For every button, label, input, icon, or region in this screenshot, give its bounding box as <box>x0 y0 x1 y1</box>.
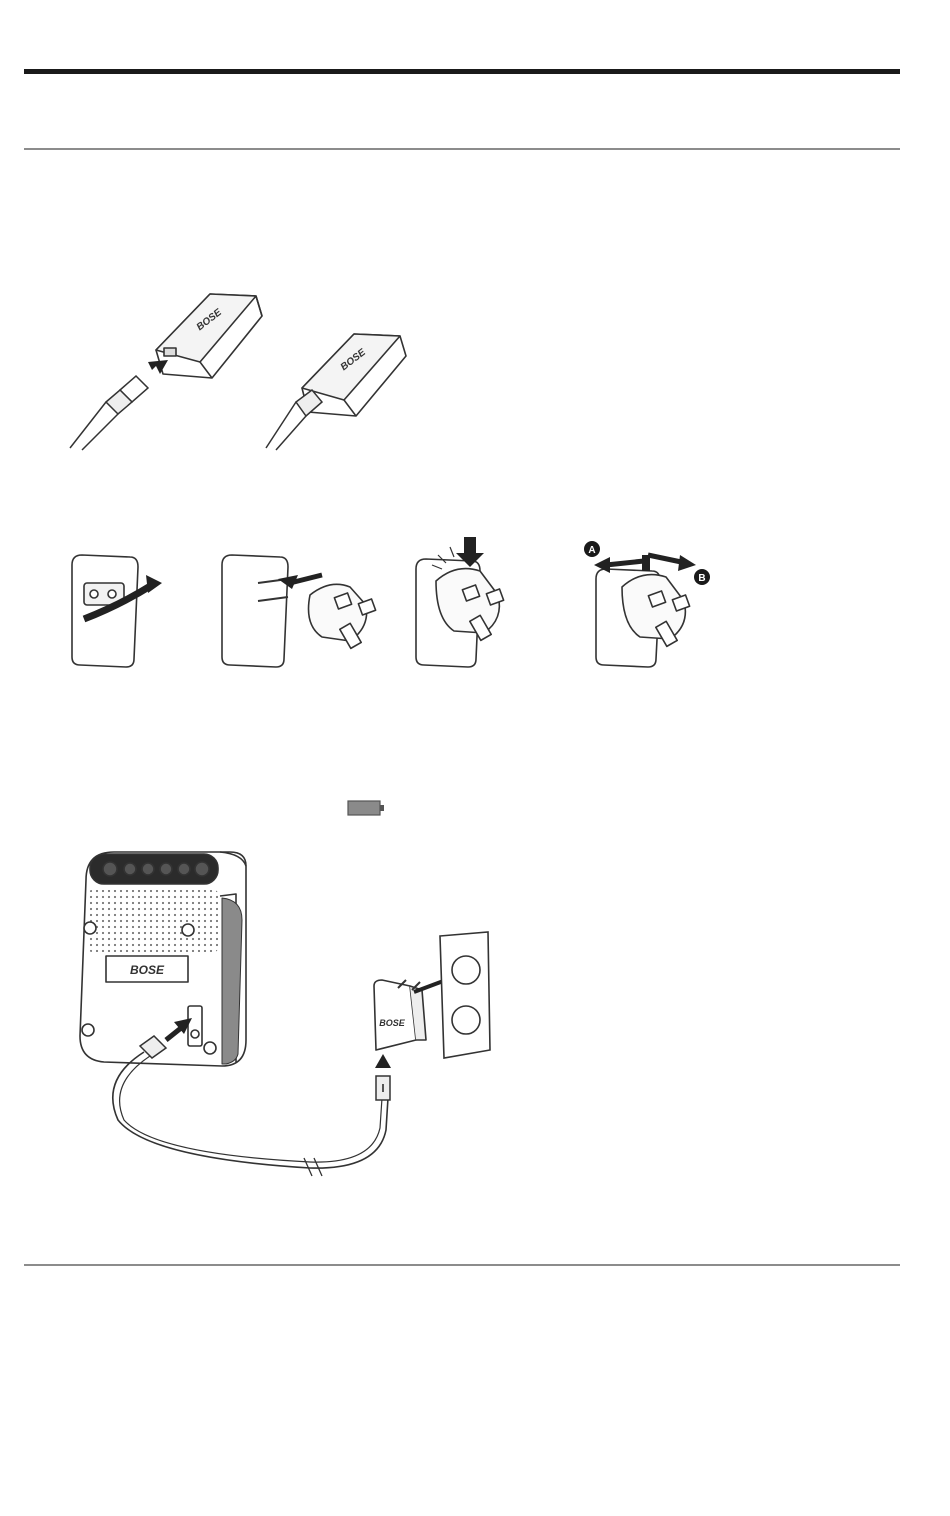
rotate-arrow-icon <box>146 575 162 593</box>
section-divider-top <box>24 148 900 150</box>
figure-usb-cable-connection: BOSE BOSE <box>60 290 440 455</box>
label-b-marker: B <box>694 569 710 585</box>
usb-plug-left <box>70 376 148 450</box>
speaker-usb-port <box>188 1006 202 1046</box>
section-divider-bottom <box>24 1264 900 1266</box>
label-a-marker: A <box>584 541 600 557</box>
usb-cable <box>113 1052 388 1168</box>
adapter-step-release <box>594 555 696 667</box>
label-b: B <box>698 573 705 584</box>
figure-speaker-charging: BOSE BOSE <box>70 840 510 1190</box>
label-a: A <box>588 545 595 556</box>
usb-plug-adapter <box>375 1054 391 1100</box>
release-arrow-b-icon <box>678 555 696 571</box>
figure-plug-adapter-sequence: A B <box>60 535 720 675</box>
battery-indicator-icon <box>347 799 387 817</box>
wall-outlet-icon <box>440 932 490 1058</box>
adapter-step-attach-plug <box>222 555 376 667</box>
adapter-insert-arrow-icon <box>375 1054 391 1068</box>
adapter-step-open-prongs <box>72 555 162 667</box>
usb-plug-right <box>266 390 322 450</box>
bose-logo-speaker: BOSE <box>130 963 165 977</box>
adapter-step-press-lock <box>416 537 504 667</box>
header-rule-thick <box>24 69 900 74</box>
bose-logo-adapter: BOSE <box>379 1018 406 1028</box>
power-supply-illustration-left: BOSE <box>156 294 262 378</box>
speaker-grille <box>88 890 218 952</box>
speaker-illustration: BOSE <box>80 852 246 1066</box>
